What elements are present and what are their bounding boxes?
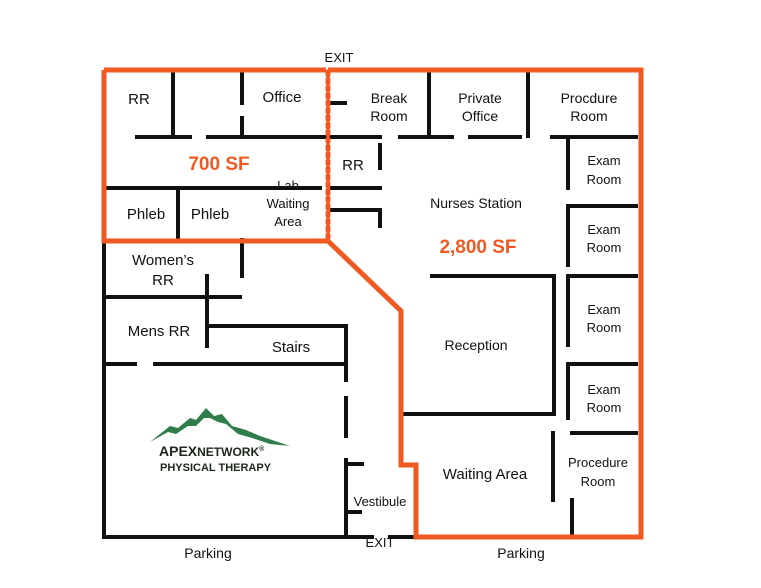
exam-2-label-2: Room (587, 240, 622, 255)
procedure-room-bottom-label-1: Procedure (568, 455, 628, 470)
logo-subtitle: PHYSICAL THERAPY (160, 462, 272, 474)
lab-waiting-label-1: Lab (277, 178, 299, 193)
procedure-room-bottom-label-2: Room (581, 474, 616, 489)
womens-rr-label-1: Women’s (132, 252, 194, 269)
walls (102, 70, 638, 539)
exam-2-label-1: Exam (587, 222, 620, 237)
private-office-label-2: Office (462, 108, 499, 124)
break-room-label-2: Room (370, 108, 407, 124)
parking-left-label: Parking (184, 545, 231, 561)
nurses-station-label: Nurses Station (430, 195, 522, 211)
vestibule-label: Vestibule (354, 494, 407, 509)
waiting-area-label: Waiting Area (443, 466, 528, 483)
area-700sf-label: 700 SF (188, 154, 249, 175)
exit-top-label: EXIT (325, 50, 354, 65)
lab-waiting-label-3: Area (274, 214, 302, 229)
rr-mid-label: RR (342, 157, 364, 174)
office-label: Office (263, 89, 302, 106)
exam-3-label-2: Room (587, 320, 622, 335)
mens-rr-label: Mens RR (128, 323, 191, 340)
highlight-outlines (101, 67, 644, 540)
logo-brand-prefix: APEX (159, 443, 198, 459)
highlight-2800sf-outline (326, 67, 644, 540)
area-2800sf-label: 2,800 SF (439, 237, 516, 258)
rr-top-label: RR (128, 91, 150, 108)
logo-brand-suffix: NETWORK (197, 445, 259, 459)
womens-rr-label-2: RR (152, 272, 174, 289)
mountain-icon (150, 408, 290, 446)
break-room-label-1: Break (371, 90, 409, 106)
highlight-700sf-outline (101, 67, 328, 244)
procedure-room-top-label-1: Procdure (561, 90, 618, 106)
logo-brand-mark: ® (259, 445, 265, 453)
exam-1-label-2: Room (587, 172, 622, 187)
exit-bottom-label: EXIT (366, 535, 395, 550)
exam-3-label-1: Exam (587, 302, 620, 317)
parking-right-label: Parking (497, 545, 544, 561)
procedure-room-top-label-2: Room (570, 108, 607, 124)
labels: EXIT EXIT RR Office Break Room Private O… (127, 50, 628, 561)
logo-brand: APEXNETWORK® (159, 443, 265, 459)
phleb-2-label: Phleb (191, 206, 229, 223)
phleb-1-label: Phleb (127, 206, 165, 223)
apex-network-logo: APEXNETWORK® PHYSICAL THERAPY (150, 408, 290, 474)
lab-waiting-label-2: Waiting (267, 196, 310, 211)
stairs-label: Stairs (272, 339, 310, 356)
reception-label: Reception (444, 337, 507, 353)
private-office-label-1: Private (458, 90, 502, 106)
exam-1-label-1: Exam (587, 153, 620, 168)
exam-4-label-1: Exam (587, 382, 620, 397)
exam-4-label-2: Room (587, 400, 622, 415)
